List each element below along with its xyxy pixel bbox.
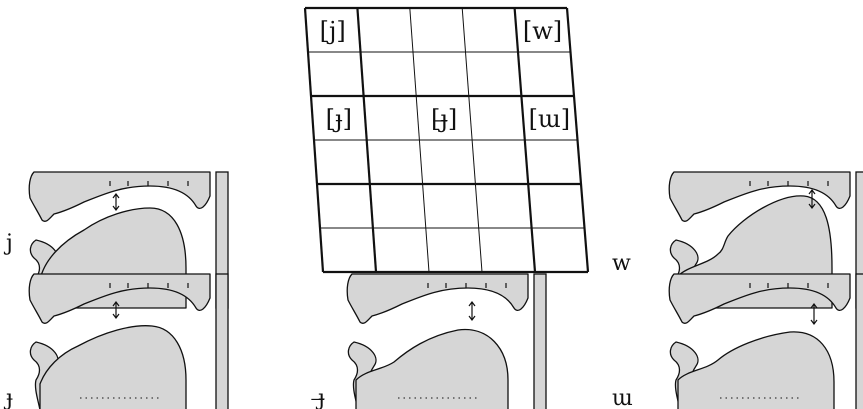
- grid-label: [ɟ]: [326, 105, 352, 133]
- articulation-label: ɯ: [612, 386, 633, 409]
- articulation-label: w: [612, 251, 631, 276]
- grid-label: [w]: [523, 17, 562, 45]
- grid-label: [ɯ]: [529, 105, 570, 133]
- upper-jaw: [347, 274, 528, 323]
- tongue: [40, 326, 186, 409]
- head-diagrams: j w ɟ ɟ̶ ɯ: [3, 172, 863, 409]
- vowel-grid: [305, 8, 588, 272]
- grid-label: [ɟ̶]: [431, 105, 457, 133]
- vowel-grid-labels: [j] [w] [ɟ] [ɟ̶] [ɯ]: [320, 17, 571, 133]
- tongue: [678, 332, 834, 409]
- articulation-label: ɟ̶: [311, 386, 325, 409]
- articulation-label: j: [3, 231, 13, 256]
- pharynx-wall: [856, 274, 863, 409]
- head-barred-j: [347, 274, 546, 409]
- grid-label: [j]: [320, 17, 346, 45]
- tongue: [356, 330, 508, 409]
- pharynx-wall: [534, 274, 546, 409]
- pharynx-wall: [216, 274, 228, 409]
- articulation-label: ɟ: [3, 386, 13, 409]
